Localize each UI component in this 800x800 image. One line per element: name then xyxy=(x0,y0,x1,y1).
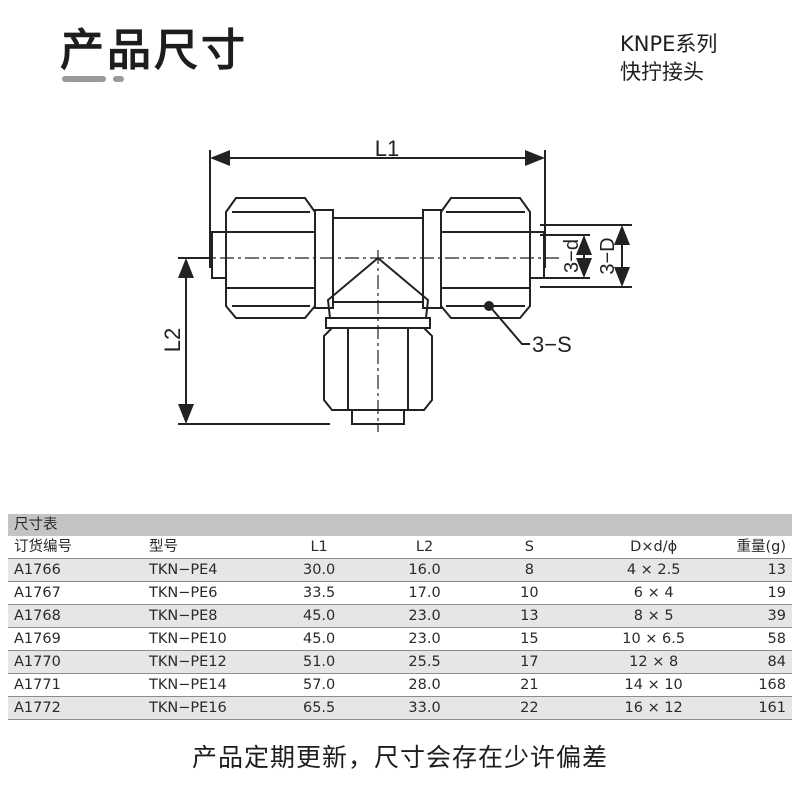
cell-s: 15 xyxy=(481,627,577,651)
header-diameter: D×d/ϕ xyxy=(576,536,731,559)
header-l2: L2 xyxy=(367,536,482,559)
cell-s: 22 xyxy=(481,696,577,720)
dimension-label-small-d: 3−d xyxy=(561,239,583,273)
cell-weight: 161 xyxy=(730,696,792,720)
table-caption-row: 尺寸表 xyxy=(8,514,792,536)
header-weight: 重量(g) xyxy=(730,536,792,559)
header-order-code: 订货编号 xyxy=(8,536,144,559)
cell-s: 17 xyxy=(481,650,577,674)
cell-order-code: A1766 xyxy=(8,558,144,582)
dimension-label-l2: L2 xyxy=(160,328,185,352)
dimension-label-l1: L1 xyxy=(375,136,399,161)
cell-l1: 30.0 xyxy=(270,558,368,582)
cell-weight: 168 xyxy=(730,673,792,697)
table-row: A1766 TKN−PE4 30.0 16.0 8 4 × 2.5 13 xyxy=(8,558,792,582)
cell-model: TKN−PE12 xyxy=(143,650,271,674)
cell-diameter: 4 × 2.5 xyxy=(576,558,731,582)
cell-l2: 17.0 xyxy=(367,581,482,605)
table-row: A1771 TKN−PE14 57.0 28.0 21 14 × 10 168 xyxy=(8,673,792,697)
table-row: A1769 TKN−PE10 45.0 23.0 15 10 × 6.5 58 xyxy=(8,627,792,651)
cell-diameter: 12 × 8 xyxy=(576,650,731,674)
series-name: KNPE系列 xyxy=(620,32,718,56)
cell-order-code: A1769 xyxy=(8,627,144,651)
cell-diameter: 8 × 5 xyxy=(576,604,731,628)
cell-l1: 45.0 xyxy=(270,627,368,651)
cell-l2: 23.0 xyxy=(367,627,482,651)
cell-model: TKN−PE14 xyxy=(143,673,271,697)
cell-order-code: A1767 xyxy=(8,581,144,605)
cell-weight: 19 xyxy=(730,581,792,605)
cell-diameter: 6 × 4 xyxy=(576,581,731,605)
series-label: KNPE系列 快拧接头 xyxy=(620,30,717,86)
cell-weight: 39 xyxy=(730,604,792,628)
cell-l2: 16.0 xyxy=(367,558,482,582)
cell-diameter: 16 × 12 xyxy=(576,696,731,720)
cell-l2: 28.0 xyxy=(367,673,482,697)
cell-l2: 33.0 xyxy=(367,696,482,720)
cell-order-code: A1772 xyxy=(8,696,144,720)
cell-order-code: A1770 xyxy=(8,650,144,674)
disclaimer-note: 产品定期更新，尺寸会存在少许偏差 xyxy=(191,743,608,772)
cell-s: 8 xyxy=(481,558,577,582)
cell-s: 10 xyxy=(481,581,577,605)
cell-l2: 25.5 xyxy=(367,650,482,674)
cell-l1: 45.0 xyxy=(270,604,368,628)
page-title: 产品尺寸 xyxy=(60,25,248,76)
title-underline xyxy=(62,76,106,82)
cell-diameter: 10 × 6.5 xyxy=(576,627,731,651)
series-type: 快拧接头 xyxy=(620,60,704,84)
table-header-row: 订货编号 型号 L1 L2 S D×d/ϕ 重量(g) xyxy=(8,536,792,559)
table-caption: 尺寸表 xyxy=(8,514,792,536)
cell-l2: 23.0 xyxy=(367,604,482,628)
cell-order-code: A1771 xyxy=(8,673,144,697)
header-l1: L1 xyxy=(270,536,368,559)
cell-weight: 84 xyxy=(730,650,792,674)
cell-s: 13 xyxy=(481,604,577,628)
table-row: A1772 TKN−PE16 65.5 33.0 22 16 × 12 161 xyxy=(8,696,792,720)
cell-l1: 33.5 xyxy=(270,581,368,605)
cell-order-code: A1768 xyxy=(8,604,144,628)
cell-s: 21 xyxy=(481,673,577,697)
dimension-label-big-d: 3−D xyxy=(597,237,619,274)
size-table: 尺寸表 订货编号 型号 L1 L2 S D×d/ϕ 重量(g) A1766 TK… xyxy=(8,514,792,720)
title-underline-dot xyxy=(113,76,124,82)
cell-model: TKN−PE16 xyxy=(143,696,271,720)
cell-model: TKN−PE8 xyxy=(143,604,271,628)
table-row: A1767 TKN−PE6 33.5 17.0 10 6 × 4 19 xyxy=(8,581,792,605)
cell-l1: 51.0 xyxy=(270,650,368,674)
cell-l1: 65.5 xyxy=(270,696,368,720)
dimension-label-s: 3−S xyxy=(532,332,572,357)
header-s: S xyxy=(481,536,577,559)
cell-model: TKN−PE10 xyxy=(143,627,271,651)
header-model: 型号 xyxy=(143,536,271,559)
cell-l1: 57.0 xyxy=(270,673,368,697)
table-row: A1770 TKN−PE12 51.0 25.5 17 12 × 8 84 xyxy=(8,650,792,674)
cell-weight: 13 xyxy=(730,558,792,582)
cell-diameter: 14 × 10 xyxy=(576,673,731,697)
cell-weight: 58 xyxy=(730,627,792,651)
cell-model: TKN−PE4 xyxy=(143,558,271,582)
table-row: A1768 TKN−PE8 45.0 23.0 13 8 × 5 39 xyxy=(8,604,792,628)
cell-model: TKN−PE6 xyxy=(143,581,271,605)
